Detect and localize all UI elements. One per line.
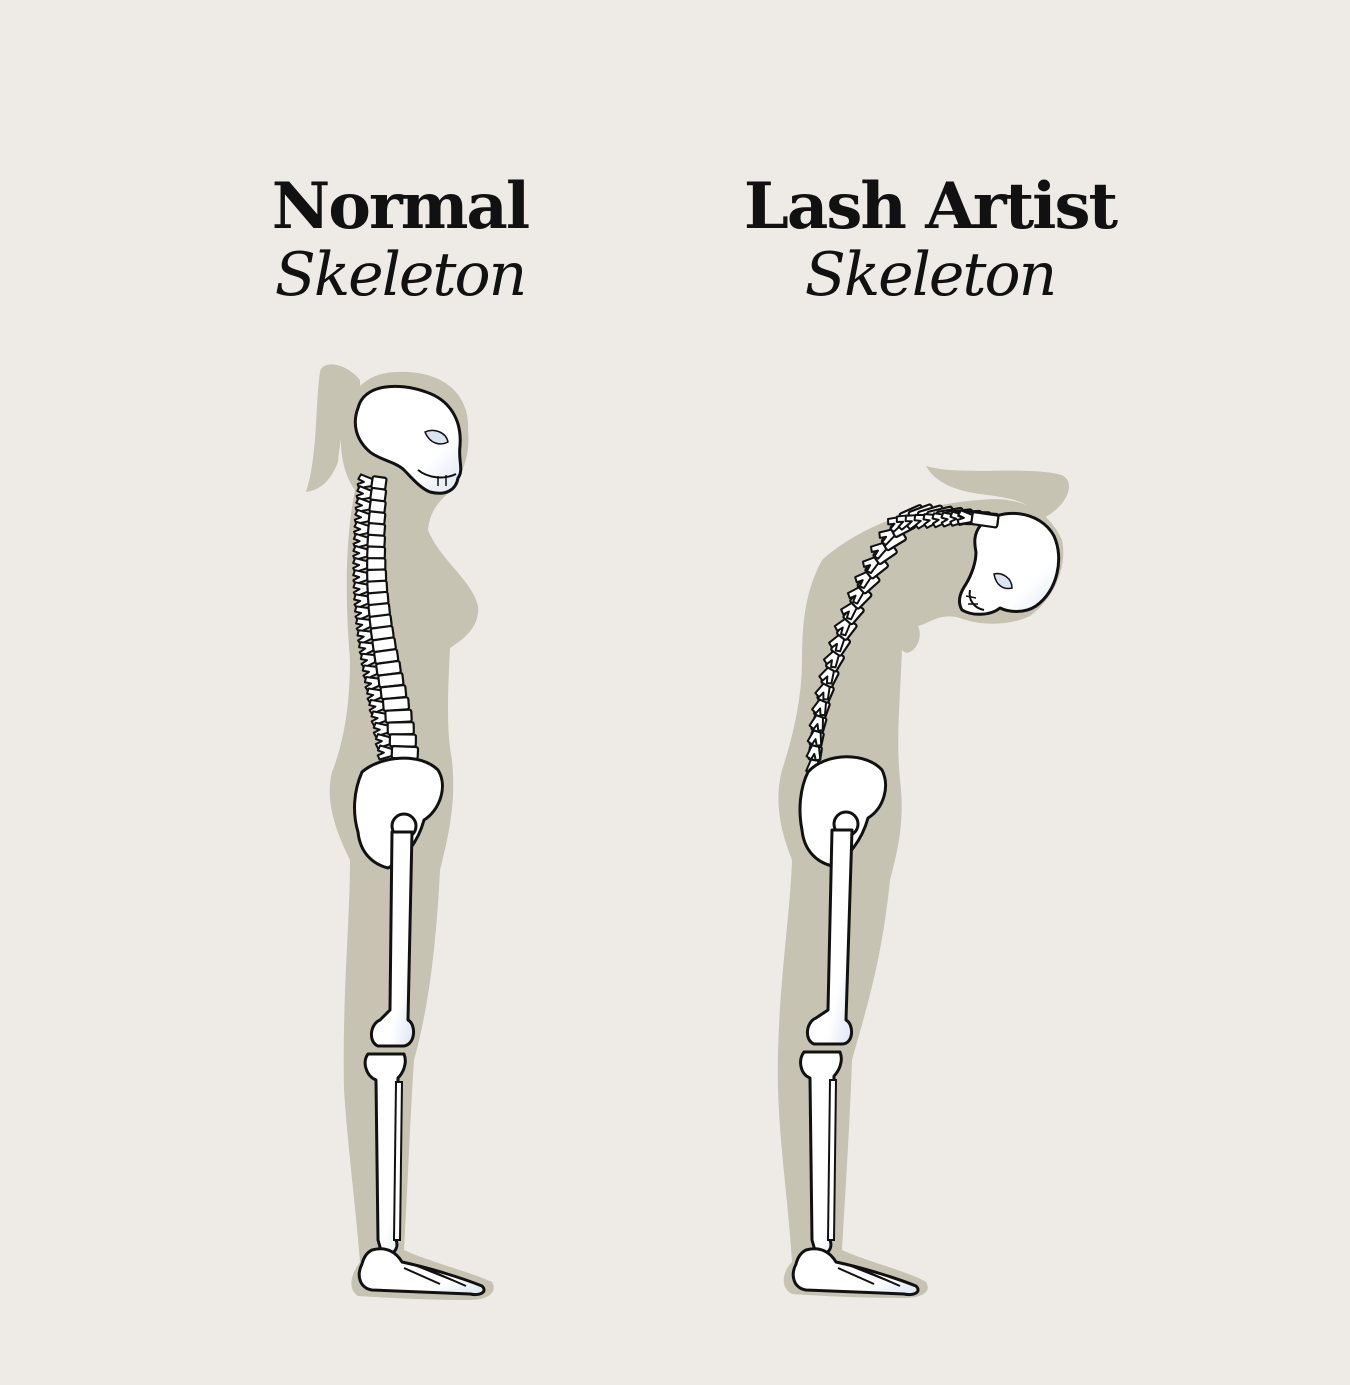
lash-skull-jaw bbox=[968, 589, 985, 611]
lash-skull-teeth bbox=[965, 595, 978, 605]
normal-title: Normal bbox=[271, 169, 530, 244]
normal-foot bbox=[357, 1247, 486, 1296]
normal-vertebra bbox=[363, 671, 405, 692]
normal-vertebra bbox=[352, 545, 387, 561]
normal-vertebra bbox=[366, 683, 408, 704]
normal-fibula bbox=[392, 1081, 404, 1241]
normal-vertebra bbox=[372, 721, 415, 738]
normal-skull-eye bbox=[424, 429, 449, 445]
normal-pelvis bbox=[353, 756, 444, 870]
normal-figure bbox=[306, 364, 494, 1301]
normal-vertebra bbox=[374, 733, 418, 750]
normal-vertebra bbox=[376, 744, 420, 761]
normal-skull-teeth bbox=[437, 475, 447, 486]
normal-toe-lines bbox=[403, 1263, 467, 1287]
normal-spine bbox=[352, 473, 420, 761]
lash-artist-subtitle: Skeleton bbox=[804, 240, 1058, 310]
lash-femur bbox=[806, 828, 854, 1046]
lash-foot bbox=[791, 1247, 920, 1296]
normal-vertebra bbox=[352, 579, 389, 598]
lash-skull bbox=[958, 511, 1061, 616]
normal-vertebra bbox=[353, 590, 390, 610]
normal-skeleton-heading: Normal Skeleton bbox=[240, 169, 560, 311]
lash-fibula bbox=[826, 1079, 838, 1241]
lash-artist-skeleton-heading: Lash Artist Skeleton bbox=[720, 169, 1140, 311]
normal-skull-jaw bbox=[417, 469, 457, 479]
lash-toe-lines bbox=[837, 1263, 901, 1287]
lash-artist-title: Lash Artist bbox=[743, 169, 1118, 244]
normal-femur bbox=[370, 830, 415, 1048]
normal-vertebra bbox=[352, 557, 387, 574]
lash-artist-figure bbox=[777, 466, 1070, 1298]
normal-subtitle: Skeleton bbox=[274, 240, 528, 310]
normal-ponytail-silhouette bbox=[306, 364, 360, 492]
lash-skull-eye bbox=[993, 572, 1013, 590]
normal-skull bbox=[353, 384, 463, 495]
lash-vertebra bbox=[956, 509, 1000, 529]
lash-ponytail-silhouette bbox=[926, 466, 1070, 520]
lash-body-silhouette bbox=[777, 499, 1064, 1298]
